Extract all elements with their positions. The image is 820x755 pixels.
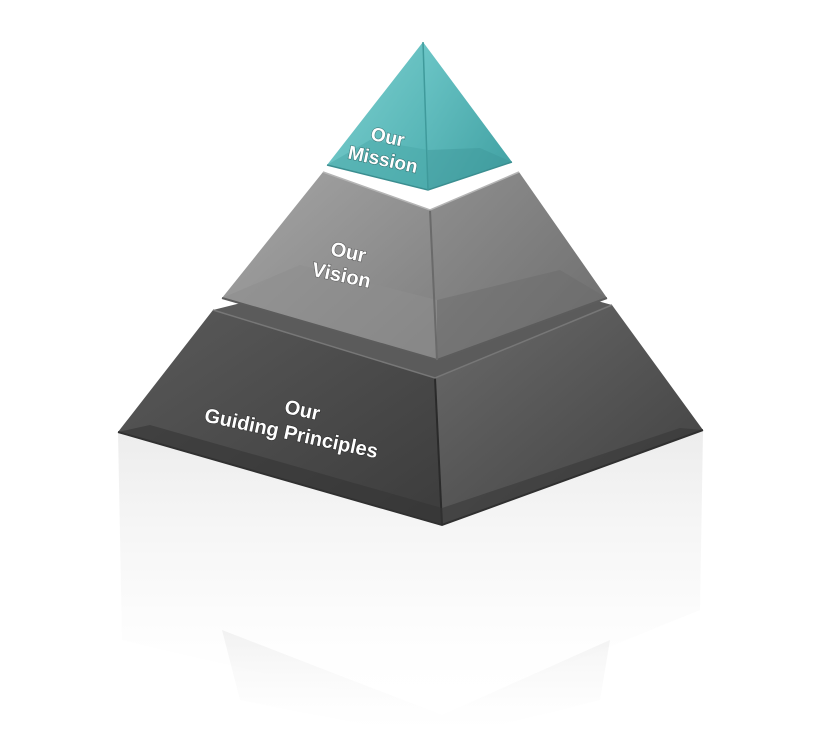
pyramid-reflection <box>118 430 703 740</box>
tier-mission <box>326 41 513 191</box>
tier-vision <box>221 171 608 362</box>
